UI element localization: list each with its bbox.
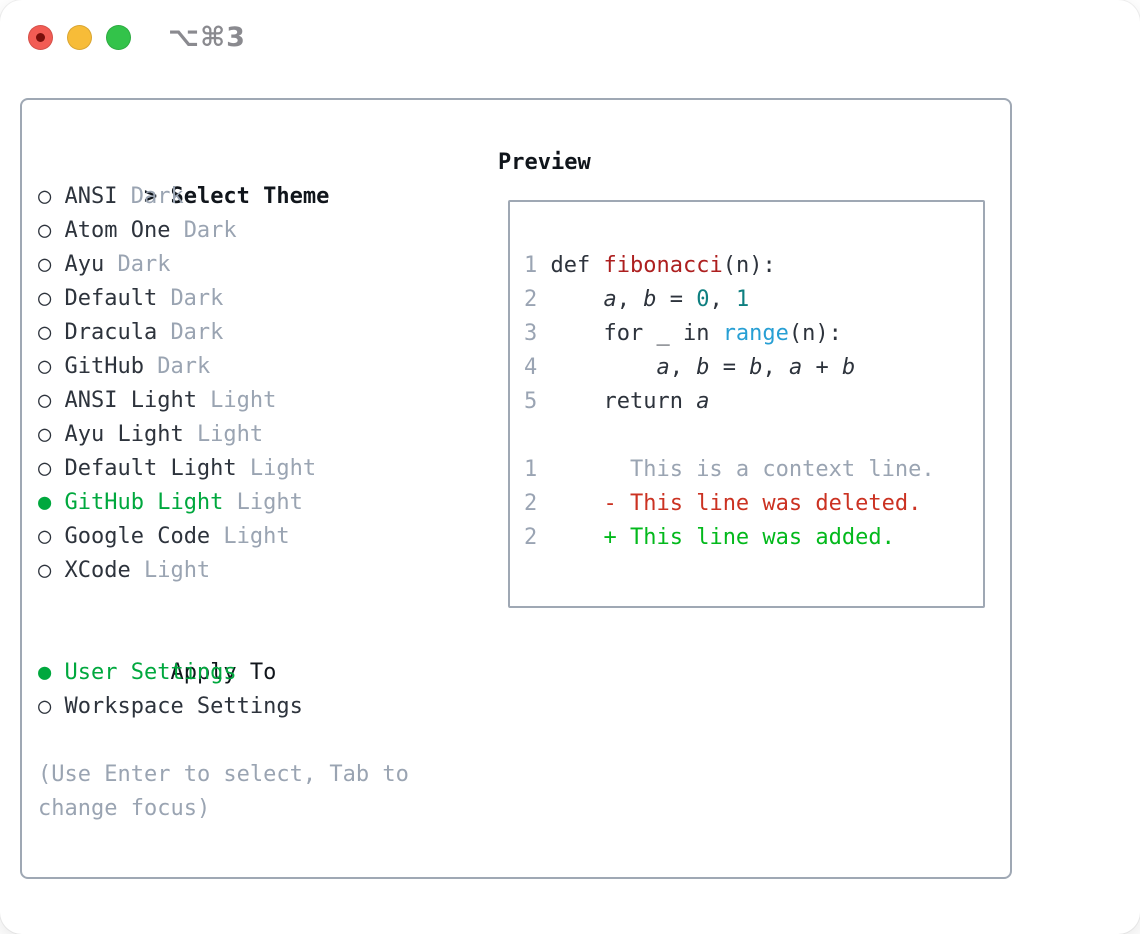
theme-option[interactable]: ○ Atom One Dark bbox=[38, 214, 488, 248]
code-line: 2 - This line was deleted. bbox=[524, 491, 922, 516]
apply-to-header: Apply To bbox=[38, 622, 488, 685]
theme-variant-tag: Dark bbox=[130, 184, 184, 209]
hint-text: (Use Enter to select, Tab to change focu… bbox=[38, 758, 488, 826]
hint-line-1: (Use Enter to select, Tab to bbox=[38, 762, 409, 787]
code-line: 2 + This line was added. bbox=[524, 525, 895, 550]
theme-variant-tag: Dark bbox=[183, 218, 237, 243]
theme-variant-tag: Dark bbox=[170, 320, 224, 345]
code-preview-box: 1 def fibonacci(n): 2 a, b = 0, 1 3 for _ … bbox=[508, 200, 985, 608]
radio-unselected-icon: ○ bbox=[38, 320, 52, 345]
theme-option[interactable]: ○ GitHub Dark bbox=[38, 350, 488, 384]
radio-unselected-icon: ○ bbox=[38, 524, 52, 549]
radio-unselected-icon: ○ bbox=[38, 218, 52, 243]
apply-to-option[interactable]: ● User Settings bbox=[38, 656, 488, 690]
theme-variant-tag: Dark bbox=[157, 354, 211, 379]
radio-unselected-icon: ○ bbox=[38, 184, 52, 209]
radio-unselected-icon: ○ bbox=[38, 694, 52, 719]
preview-heading: Preview bbox=[498, 150, 591, 175]
theme-name: Google Code bbox=[64, 524, 211, 549]
radio-unselected-icon: ○ bbox=[38, 456, 52, 481]
theme-variant-tag: Light bbox=[196, 422, 264, 447]
theme-name: Default Light bbox=[64, 456, 237, 481]
radio-selected-icon: ● bbox=[38, 660, 52, 685]
apply-to-title: Apply To bbox=[170, 660, 277, 685]
radio-unselected-icon: ○ bbox=[38, 388, 52, 413]
close-button[interactable] bbox=[28, 25, 53, 50]
theme-option[interactable]: ○ Default Light Light bbox=[38, 452, 488, 486]
titlebar: ⌥⌘3 bbox=[0, 0, 1140, 70]
code-preview: 1 def fibonacci(n): 2 a, b = 0, 1 3 for _ … bbox=[524, 249, 983, 555]
apply-to-label: User Settings bbox=[64, 660, 237, 685]
zoom-button[interactable] bbox=[106, 25, 131, 50]
spacer bbox=[38, 588, 488, 622]
theme-variant-tag: Light bbox=[236, 490, 303, 515]
theme-name: XCode bbox=[64, 558, 131, 583]
theme-option[interactable]: ○ Ayu Dark bbox=[38, 248, 488, 282]
theme-variant-tag: Light bbox=[223, 524, 290, 549]
hint-line-2: change focus) bbox=[38, 796, 211, 821]
apply-to-label: Workspace Settings bbox=[64, 694, 303, 719]
theme-variant-tag: Light bbox=[143, 558, 211, 583]
theme-name: Ayu bbox=[64, 252, 105, 277]
theme-option[interactable]: ○ Default Dark bbox=[38, 282, 488, 316]
theme-variant-tag: Light bbox=[210, 388, 277, 413]
theme-variant-tag: Dark bbox=[170, 286, 224, 311]
apply-to-list: ● User Settings ○ Workspace Settings bbox=[38, 656, 488, 724]
theme-option[interactable]: ● GitHub Light Light bbox=[38, 486, 488, 520]
apply-to-option[interactable]: ○ Workspace Settings bbox=[38, 690, 488, 724]
theme-name: Ayu Light bbox=[64, 422, 184, 447]
theme-name: Atom One bbox=[64, 218, 171, 243]
code-line: 5 return a bbox=[524, 389, 710, 414]
theme-name: ANSI bbox=[64, 184, 118, 209]
theme-variant-tag: Dark bbox=[117, 252, 171, 277]
theme-name: GitHub Light bbox=[64, 490, 224, 515]
radio-selected-icon: ● bbox=[38, 490, 52, 515]
theme-option[interactable]: ○ Dracula Dark bbox=[38, 316, 488, 350]
record-dot-icon bbox=[36, 33, 45, 42]
select-theme-title: Select Theme bbox=[170, 184, 330, 209]
radio-unselected-icon: ○ bbox=[38, 422, 52, 447]
select-theme-header: > Select Theme bbox=[38, 146, 488, 209]
radio-unselected-icon: ○ bbox=[38, 286, 52, 311]
code-line: 4 a, b = b, a + b bbox=[524, 355, 856, 380]
theme-variant-tag: Light bbox=[249, 456, 317, 481]
radio-unselected-icon: ○ bbox=[38, 252, 52, 277]
minimize-button[interactable] bbox=[67, 25, 92, 50]
code-line bbox=[524, 419, 983, 453]
code-line: 1 This is a context line. bbox=[524, 457, 935, 482]
theme-name: Dracula bbox=[64, 320, 158, 345]
theme-option[interactable]: ○ ANSI Dark bbox=[38, 180, 488, 214]
theme-option[interactable]: ○ XCode Light bbox=[38, 554, 488, 588]
theme-name: ANSI Light bbox=[64, 388, 197, 413]
radio-unselected-icon: ○ bbox=[38, 354, 52, 379]
code-line: 3 for _ in range(n): bbox=[524, 321, 842, 346]
theme-option[interactable]: ○ ANSI Light Light bbox=[38, 384, 488, 418]
radio-unselected-icon: ○ bbox=[38, 558, 52, 583]
code-line: 2 a, b = 0, 1 bbox=[524, 287, 750, 312]
code-line: 1 def fibonacci(n): bbox=[524, 253, 776, 278]
theme-name: GitHub bbox=[64, 354, 144, 379]
spacer bbox=[38, 724, 488, 758]
theme-option[interactable]: ○ Google Code Light bbox=[38, 520, 488, 554]
focus-cursor-icon: > bbox=[143, 184, 158, 209]
theme-name: Default bbox=[64, 286, 158, 311]
theme-option[interactable]: ○ Ayu Light Light bbox=[38, 418, 488, 452]
window-title: ⌥⌘3 bbox=[168, 22, 246, 53]
